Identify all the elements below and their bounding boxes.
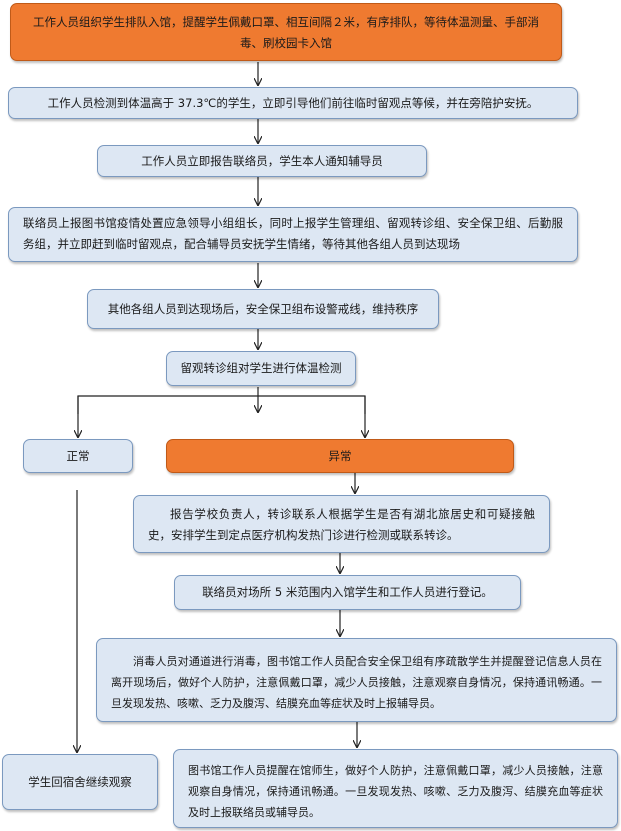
step7-box: 报告学校负责人，转诊联系人根据学生是否有湖北旅居史和可疑接触史，安排学生到定点医… (133, 495, 550, 553)
step10-box: 图书馆工作人员提醒在馆师生，做好个人防护，注意佩戴口罩，减少人员接触，注意观察自… (173, 749, 618, 828)
step1-box: 工作人员组织学生排队入馆，提醒学生佩戴口罩、相互间隔２米，有序排队，等待体温测量… (10, 3, 562, 61)
step8-text: 联络员对场所 5 米范围内入馆学生和工作人员进行登记。 (202, 585, 493, 599)
step5-text: 其他各组人员到达现场后，安全保卫组布设警戒线，维持秩序 (107, 301, 419, 316)
step4-box: 联络员上报图书馆疫情处置应急领导小组组长，同时上报学生管理组、留观转诊组、安全保… (8, 207, 578, 262)
step4-text: 联络员上报图书馆疫情处置应急领导小组组长，同时上报学生管理组、留观转诊组、安全保… (23, 216, 563, 251)
step5-box: 其他各组人员到达现场后，安全保卫组布设警戒线，维持秩序 (87, 289, 439, 329)
arrow-split-branches (77, 395, 366, 414)
step3-text: 工作人员立即报告联络员，学生本人通知辅导员 (141, 153, 383, 168)
return-dorm-box: 学生回宿舍继续观察 (2, 754, 158, 810)
step6-box: 留观转诊组对学生进行体温检测 (166, 351, 356, 386)
step2-box: 工作人员检测到体温高于 37.3℃的学生，立即引导他们前往临时留观点等候，并在旁… (8, 87, 578, 119)
abnormal-label: 异常 (328, 448, 352, 463)
step1-text: 工作人员组织学生排队入馆，提醒学生佩戴口罩、相互间隔２米，有序排队，等待体温测量… (33, 15, 539, 50)
step9-text: 消毒人员对通道进行消毒，图书馆工作人员配合安全保卫组有序疏散学生并提醒登记信息人… (111, 655, 602, 710)
step8-box: 联络员对场所 5 米范围内入馆学生和工作人员进行登记。 (174, 575, 521, 610)
normal-label: 正常 (66, 448, 90, 463)
abnormal-box: 异常 (166, 439, 514, 473)
step3-box: 工作人员立即报告联络员，学生本人通知辅导员 (97, 145, 427, 177)
return-dorm-text: 学生回宿舍继续观察 (28, 774, 132, 789)
step10-text: 图书馆工作人员提醒在馆师生，做好个人防护，注意佩戴口罩，减少人员接触，注意观察自… (188, 764, 603, 819)
step2-text: 工作人员检测到体温高于 37.3℃的学生，立即引导他们前往临时留观点等候，并在旁… (47, 95, 539, 110)
step6-text: 留观转诊组对学生进行体温检测 (180, 361, 342, 375)
step7-text: 报告学校负责人，转诊联系人根据学生是否有湖北旅居史和可疑接触史，安排学生到定点医… (148, 507, 535, 542)
step9-box: 消毒人员对通道进行消毒，图书馆工作人员配合安全保卫组有序疏散学生并提醒登记信息人… (96, 638, 617, 722)
normal-box: 正常 (23, 439, 133, 473)
